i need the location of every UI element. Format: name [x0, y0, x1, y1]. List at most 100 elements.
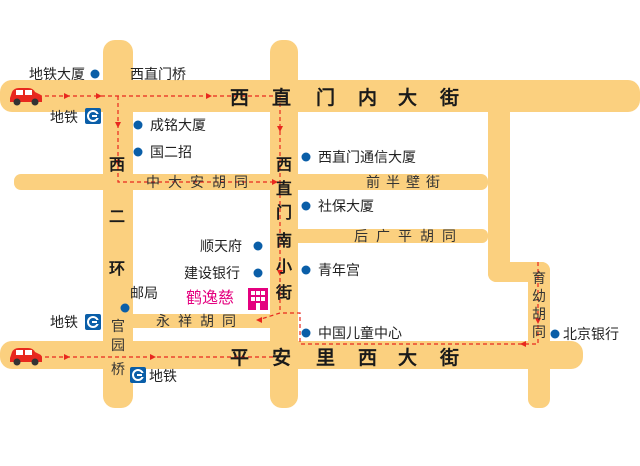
route-arrow — [96, 93, 102, 99]
road-label-char: 壁 — [406, 175, 420, 191]
route-arrow — [206, 93, 212, 99]
road-label-char: 环 — [109, 259, 125, 278]
poi-dot-icon — [301, 328, 311, 338]
road-label-char: 中 — [146, 175, 160, 191]
place-labels: 地铁大厦 西直门桥 地铁 成铭大厦 国二招 西直门通信大厦 社保大厦 顺天府 建… — [29, 66, 619, 385]
poi-dot-icon — [301, 265, 311, 275]
road-label-char: 门 — [316, 86, 335, 109]
road-label-char: 安 — [190, 175, 204, 191]
road-label-qianbanbi-jie: 前 半 壁 街 — [366, 174, 440, 191]
place-label-subway-3: 地铁 — [149, 369, 177, 385]
road-yongxiang-hutong — [118, 314, 278, 328]
place-label-youju: 邮局 — [130, 286, 158, 302]
road-label-char: 同 — [532, 325, 546, 341]
road-label-char: 广 — [376, 229, 390, 245]
road-label-xizhimen-nanxiao-jie: 西 直 门 南 小 街 — [275, 155, 292, 302]
road-north-south-right — [488, 96, 510, 282]
road-label-char: 街 — [275, 283, 292, 302]
route-arrow — [520, 341, 526, 347]
road-label-char: 西 — [109, 155, 125, 174]
road-label-char: 官 — [111, 319, 125, 335]
poi-dot-icon — [90, 69, 100, 79]
road-label-char: 胡 — [200, 314, 214, 330]
place-label-guoerzhao: 国二招 — [150, 145, 192, 161]
route-arrow — [272, 179, 278, 185]
road-label-char: 大 — [168, 175, 182, 191]
road-label-zhongdaan-hutong: 中 大 安 胡 同 — [146, 175, 248, 191]
route-lines — [38, 93, 541, 360]
place-label-ditie-dasha: 地铁大厦 — [29, 67, 85, 83]
route-arrow — [115, 160, 121, 166]
poi-dot-icon — [253, 268, 263, 278]
road-label-pingan-lixi-dajie: 平 安 里 西 大 街 — [230, 346, 459, 369]
road-label-char: 幼 — [532, 289, 546, 305]
route-arrow — [535, 318, 541, 324]
road-label-char: 南 — [276, 231, 292, 250]
road-label-char: 同 — [442, 229, 456, 245]
route-to-hotel — [257, 312, 281, 321]
road-label-char: 平 — [230, 347, 249, 369]
road-label-char: 小 — [276, 257, 292, 276]
road-label-char: 永 — [156, 314, 170, 330]
route-arrow — [150, 354, 156, 360]
road-label-xizhimen-nei-dajie: 西 直 门 内 大 街 — [230, 86, 459, 109]
road-label-char: 里 — [316, 347, 335, 369]
road-label-char: 二 — [109, 207, 125, 226]
poi-dot-icon — [301, 152, 311, 162]
route-arrow — [115, 122, 121, 128]
road-label-char: 西 — [276, 155, 292, 174]
road-label-char: 大 — [398, 346, 417, 369]
place-label-beijing-yinhang: 北京银行 — [563, 327, 619, 343]
road-label-yongxiang-hutong: 永 祥 胡 同 — [156, 314, 236, 330]
road-label-char: 直 — [272, 86, 291, 109]
place-label-xizhimen-qiao: 西直门桥 — [130, 66, 186, 83]
road-label-char: 街 — [439, 86, 459, 109]
route-arrow — [277, 270, 283, 276]
subway-logo-icon — [130, 367, 146, 383]
poi-dot-icon — [120, 303, 130, 313]
road-label-yuyou-hutong: 育 幼 胡 同 — [532, 271, 546, 341]
road-label-char: 桥 — [111, 362, 125, 378]
road-label-char: 门 — [276, 203, 292, 222]
route-east-return — [282, 262, 539, 345]
road-label-char: 同 — [222, 314, 236, 330]
road-houguangping-hutong — [276, 229, 488, 243]
place-label-jianshe-yinhang: 建设银行 — [184, 266, 240, 282]
road-label-char: 同 — [234, 175, 248, 191]
place-label-subway-1: 地铁 — [50, 110, 78, 126]
poi-dots — [90, 69, 560, 339]
place-label-chengming-dasha: 成铭大厦 — [150, 118, 206, 134]
road-label-char: 胡 — [420, 229, 434, 245]
place-label-shuntianfu: 顺天府 — [200, 239, 242, 255]
road-label-char: 育 — [532, 271, 546, 287]
car-icon — [10, 88, 42, 106]
road-label-char: 平 — [398, 229, 412, 245]
route-arrow — [256, 317, 262, 323]
road-label-char: 祥 — [178, 314, 192, 330]
road-label-char: 胡 — [532, 307, 546, 323]
place-label-ertong-zhongxin: 中国儿童中心 — [318, 325, 402, 342]
road-label-char: 后 — [354, 229, 368, 245]
poi-dot-icon — [133, 120, 143, 130]
route-arrow — [64, 354, 70, 360]
road-label-char: 大 — [398, 86, 417, 109]
road-label-houguangping-hutong: 后 广 平 胡 同 — [354, 229, 456, 245]
road-label-char: 安 — [272, 346, 291, 369]
hotel-name: 鹤逸慈 — [186, 288, 234, 307]
road-label-char: 园 — [111, 338, 125, 354]
road-label-char: 西 — [358, 347, 377, 369]
road-network — [0, 40, 640, 408]
route-arrow — [277, 126, 283, 132]
poi-dot-icon — [301, 201, 311, 211]
road-label-char: 胡 — [212, 175, 226, 191]
route-arrow — [64, 93, 70, 99]
place-label-tongxin-dasha: 西直门通信大厦 — [318, 149, 416, 166]
subway-logo-icon — [85, 314, 101, 330]
place-label-qingniangong: 青年宫 — [318, 263, 360, 279]
road-label-char: 西 — [230, 87, 249, 109]
road-yuyou-hutong — [528, 262, 550, 408]
subway-logo-icon — [85, 108, 101, 124]
road-label-xi-erhuan: 西 二 环 — [109, 155, 125, 278]
